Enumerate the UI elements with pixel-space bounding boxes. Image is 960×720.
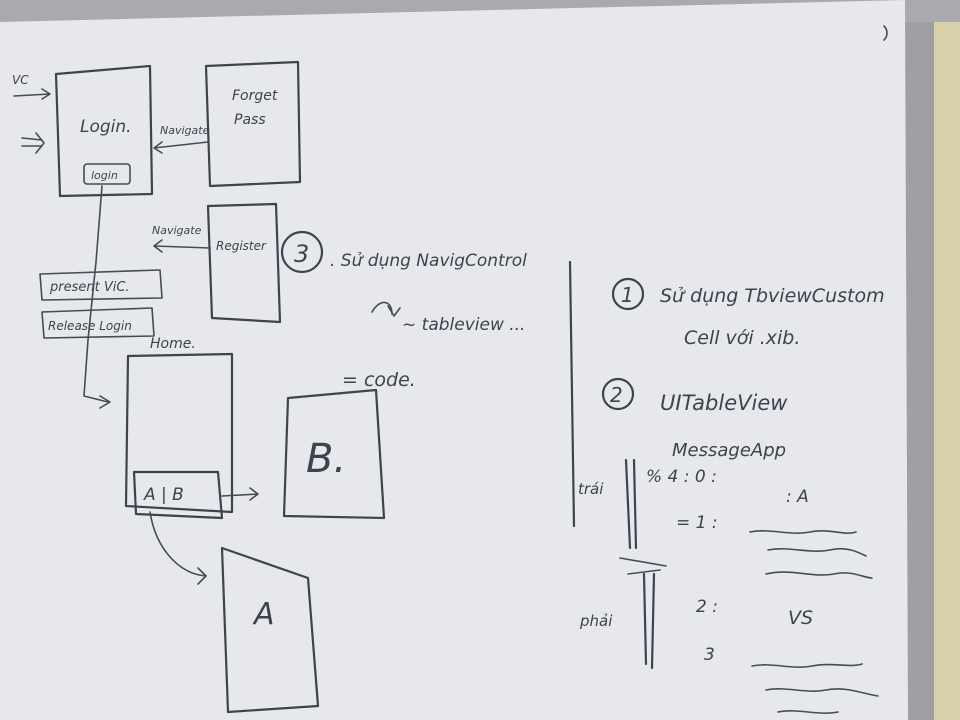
item1-number: 1: [621, 283, 634, 307]
scribble-mid: [619, 557, 667, 575]
two: 2 :: [696, 597, 718, 617]
login-screen-box: [54, 64, 154, 198]
register-screen-label: Register: [216, 239, 267, 253]
home-label: Home.: [150, 336, 196, 352]
arrow-to-b: [221, 487, 259, 501]
whiteboard-surface: [0, 0, 908, 720]
message-line-6: [777, 710, 839, 714]
three: 3: [704, 645, 715, 665]
navigate-arrow-register: [153, 239, 211, 253]
screen-b-label: B.: [306, 436, 346, 482]
mod-expr: % 4 : 0 :: [646, 467, 717, 487]
item2-line2: MessageApp: [672, 440, 786, 461]
a-marker: : A: [786, 487, 809, 507]
entry-arrow: [13, 88, 51, 100]
screen-b-box: [282, 388, 386, 520]
item2-line1: UITableView: [660, 391, 788, 415]
item3-line2: ~ tableview ...: [402, 315, 525, 335]
forget-pass-screen-box: [204, 60, 302, 188]
navigate-label-top: Navigate: [160, 124, 210, 137]
navigate-label-mid: Navigate: [152, 224, 202, 237]
item1-line2: Cell với .xib.: [684, 327, 800, 349]
release-login-box: [41, 307, 155, 339]
item3-squiggle: [371, 301, 401, 317]
navigate-arrow-forget: [153, 141, 209, 154]
tab-bar-label: A | B: [143, 485, 184, 505]
phai-double-line: [642, 572, 656, 670]
vs-marker: VS: [788, 607, 813, 629]
release-login-label: Release Login: [48, 319, 132, 333]
item2-number: 2: [610, 383, 623, 407]
message-line-1: [749, 530, 857, 534]
forget-pass-line2: Pass: [234, 112, 266, 128]
arrow-to-a: [149, 511, 207, 577]
trai-double-line: [624, 458, 638, 550]
message-line-3: [765, 571, 873, 579]
home-screen-box: [124, 352, 234, 514]
login-screen-label: Login.: [80, 117, 132, 137]
item3-line3: = code.: [342, 369, 416, 391]
screen-a-label: A: [252, 597, 275, 632]
login-button-box: [83, 163, 131, 185]
column-divider: [568, 260, 576, 528]
message-line-4: [751, 663, 863, 668]
forget-pass-line1: Forget: [232, 88, 278, 104]
entry-double-arrow: [21, 132, 45, 154]
register-screen-box: [206, 202, 282, 324]
item3-number: 3: [294, 240, 309, 268]
message-line-5: [765, 688, 879, 697]
home-arrow-head: [99, 395, 111, 409]
trai-label: trái: [578, 480, 604, 498]
corner-mark: [883, 25, 888, 41]
eq-one: = 1 :: [676, 513, 718, 533]
tab-bar-box: [132, 470, 224, 520]
item1-circle: [611, 277, 645, 311]
item1-line1: Sử dụng TbviewCustom: [660, 285, 885, 307]
arrow-to-a-head: [197, 567, 207, 585]
phai-label: phải: [579, 612, 613, 630]
login-button-label: login: [91, 169, 118, 182]
present-vc-box: [39, 269, 163, 301]
login-to-home-line: [83, 185, 109, 403]
screen-a-box: [220, 546, 320, 714]
item2-circle: [601, 377, 635, 411]
message-line-2: [767, 547, 867, 557]
item3-circle: [280, 230, 324, 274]
present-vc-label: present ViC.: [49, 280, 130, 295]
entry-vc-label: VC: [12, 73, 29, 87]
item3-line1: . Sử dụng NavigControl: [330, 251, 527, 271]
